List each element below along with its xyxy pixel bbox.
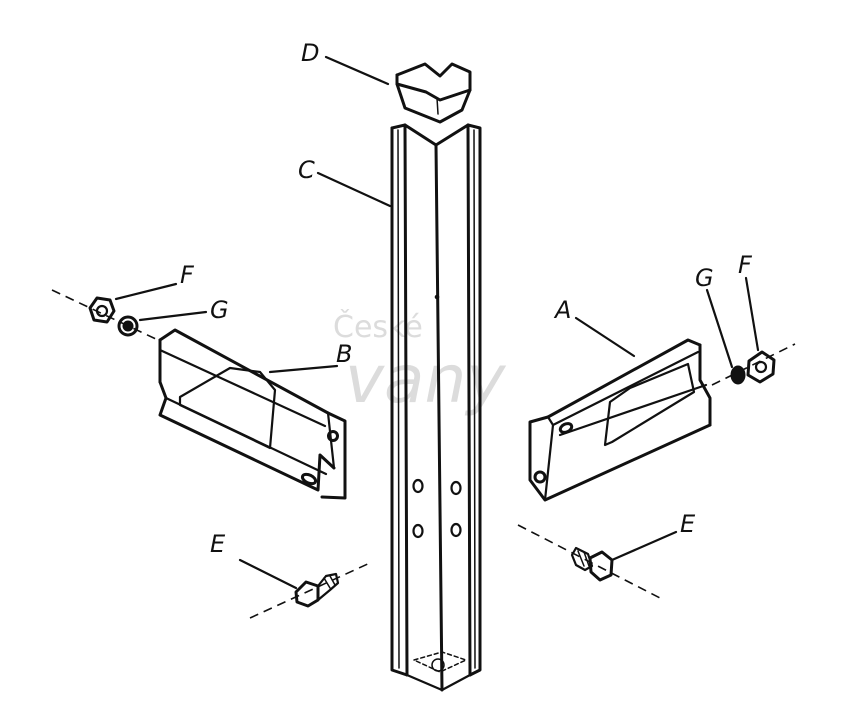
watermark-top-text: České	[333, 308, 423, 345]
right-nut-washer-assembly	[711, 343, 796, 386]
leader-lines	[114, 55, 760, 590]
part-c-post	[390, 123, 482, 692]
left-nut-washer-assembly	[51, 289, 159, 341]
label-d: D	[301, 39, 319, 67]
label-c: C	[298, 156, 315, 184]
label-b: B	[336, 340, 352, 368]
label-e-right: E	[680, 510, 696, 538]
left-screw	[249, 561, 373, 619]
watermark-bottom-text: vany	[345, 341, 506, 418]
part-a-bracket	[528, 338, 712, 502]
part-b-bracket	[158, 328, 347, 500]
part-d-cap	[395, 62, 472, 124]
label-e-left: E	[210, 530, 226, 558]
label-f-right: F	[738, 251, 753, 279]
right-screw	[517, 524, 661, 599]
label-g-left: G	[210, 296, 229, 324]
label-f-left: F	[180, 261, 195, 289]
label-a: A	[553, 296, 571, 324]
part-labels: D C F G B A G F E E	[180, 39, 753, 558]
label-g-right: G	[695, 264, 714, 292]
